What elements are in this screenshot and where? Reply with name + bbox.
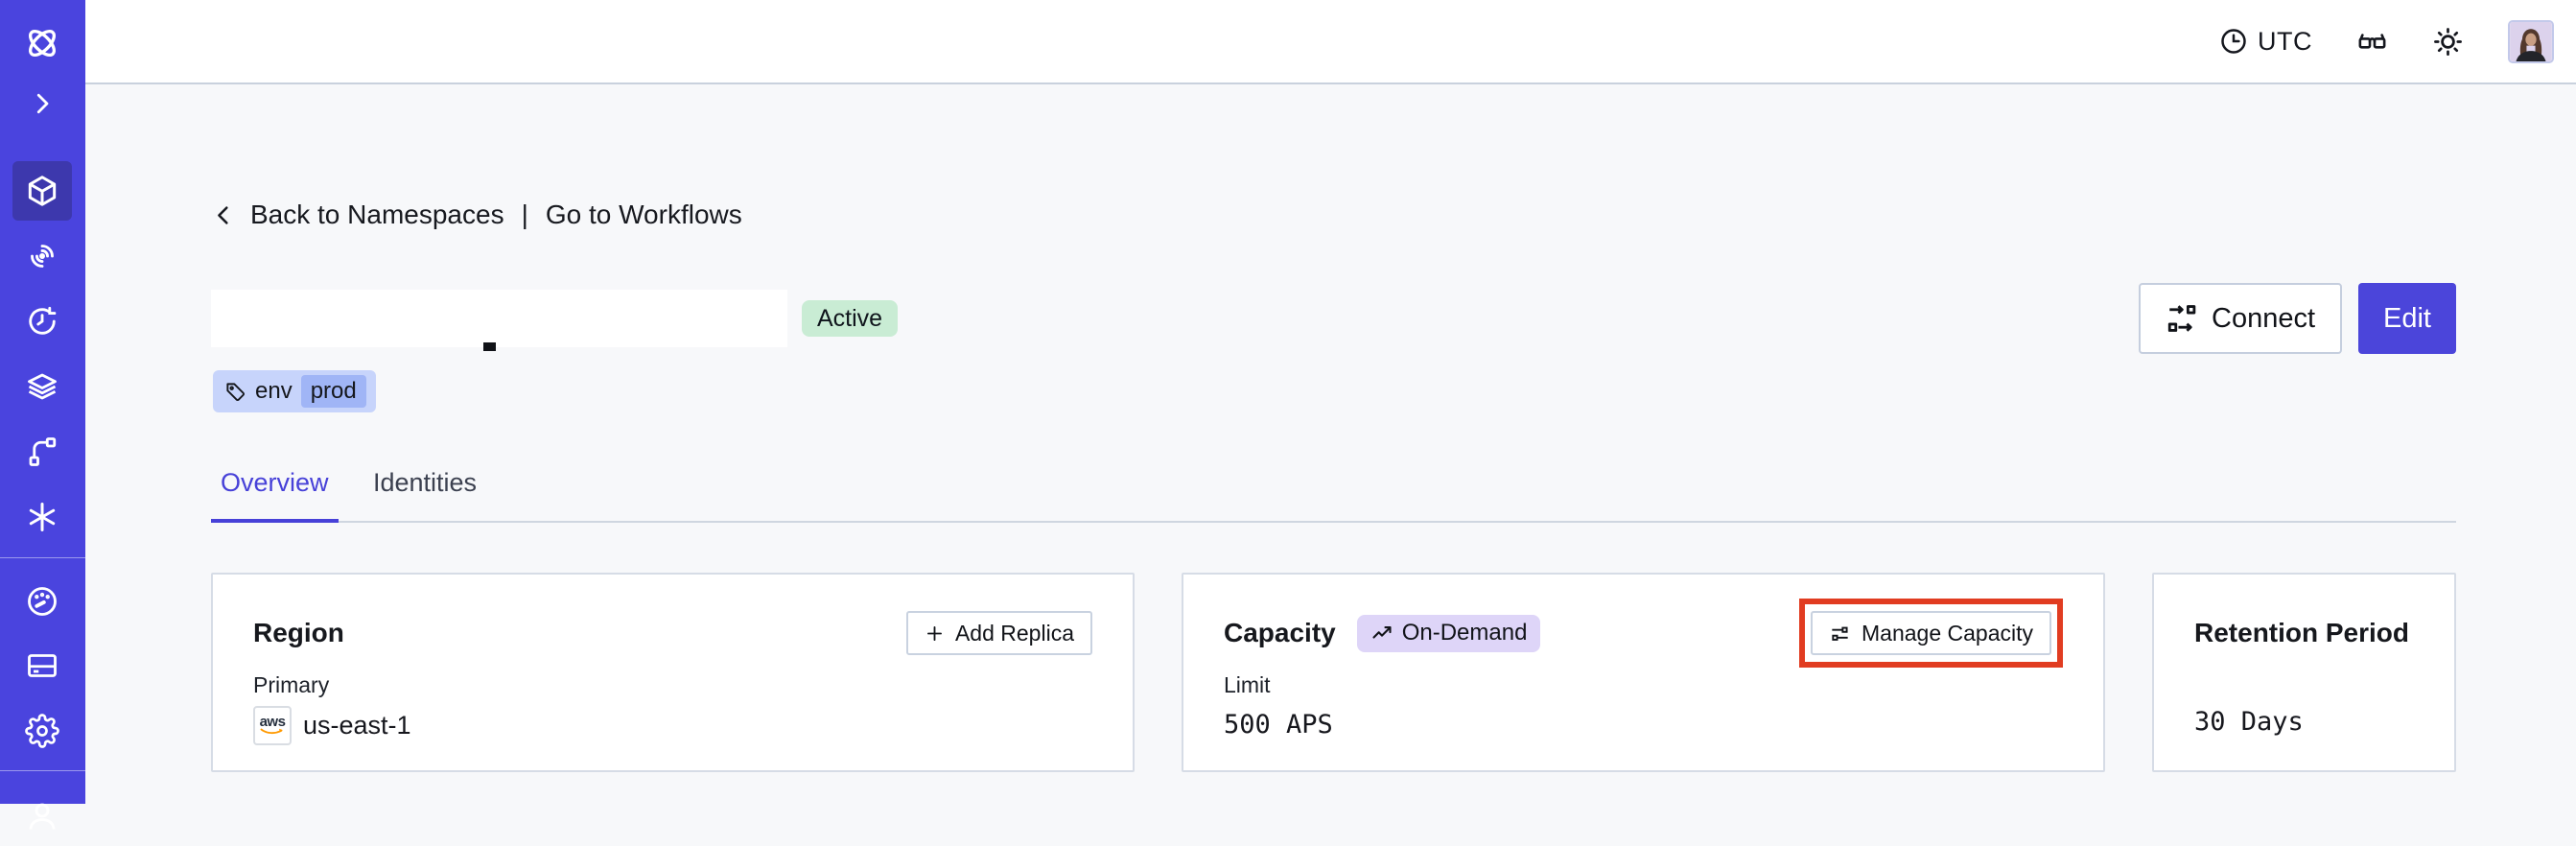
tag-value: prod (300, 375, 366, 408)
glasses-icon[interactable] (2356, 26, 2388, 58)
sidebar-item-profile[interactable] (12, 787, 72, 846)
sidebar-item-schedules[interactable] (12, 292, 72, 351)
sidebar-item-worker-deployments[interactable] (12, 422, 72, 482)
region-card-title: Region (253, 618, 344, 647)
aws-provider-icon: aws (253, 706, 292, 745)
breadcrumb-separator: | (521, 200, 528, 229)
sidebar-item-nexus[interactable] (12, 487, 72, 547)
add-replica-button[interactable]: Add Replica (905, 611, 1092, 655)
region-card: Region Add Replica Primary aws (211, 573, 1135, 772)
manage-capacity-button[interactable]: Manage Capacity (1811, 611, 2051, 655)
region-value: us-east-1 (303, 711, 411, 740)
sliders-icon (1832, 626, 1848, 641)
connect-button-label: Connect (2212, 302, 2316, 334)
topbar: UTC (85, 0, 2576, 84)
aws-provider-label: aws (259, 714, 286, 730)
limit-label: Limit (1224, 672, 1271, 697)
on-demand-label: On-Demand (1401, 620, 1528, 646)
retention-card: Retention Period 30 Days (2152, 573, 2456, 772)
settings-gear-icon (25, 714, 59, 748)
profile-icon (29, 803, 56, 830)
sidebar-divider (0, 557, 85, 558)
worker-deployments-branch-icon (29, 437, 57, 466)
edit-button-label: Edit (2383, 302, 2431, 334)
chevron-left-icon[interactable] (211, 202, 237, 228)
connect-icon (2167, 305, 2196, 332)
edit-button[interactable]: Edit (2358, 283, 2456, 354)
usage-gauge-icon (28, 587, 57, 616)
sidebar-item-batch[interactable] (12, 357, 72, 416)
tag-row: env prod (213, 370, 376, 412)
sidebar (0, 0, 85, 830)
expand-chevron-icon[interactable] (12, 74, 72, 133)
sidebar-item-settings[interactable] (12, 701, 72, 761)
workflows-spiral-icon (31, 245, 54, 268)
timezone-selector[interactable]: UTC (2219, 27, 2312, 57)
sidebar-item-workflows[interactable] (12, 226, 72, 286)
namespace-name-redacted (211, 290, 787, 351)
avatar[interactable] (2508, 19, 2554, 63)
nexus-asterisk-icon (29, 503, 56, 531)
primary-label: Primary (253, 672, 330, 697)
retention-value: 30 Days (2194, 707, 2304, 737)
clock-icon (2221, 29, 2246, 54)
add-replica-label: Add Replica (954, 620, 1074, 646)
main-content: Back to Namespaces | Go to Workflows Act… (85, 84, 2576, 804)
capacity-card: Capacity On-Demand (1182, 573, 2105, 772)
capacity-card-title: Capacity (1224, 618, 1336, 647)
retention-card-title: Retention Period (2194, 618, 2410, 647)
tab-overview[interactable]: Overview (211, 468, 339, 523)
sun-icon[interactable] (2432, 26, 2464, 58)
connect-button[interactable]: Connect (2139, 283, 2343, 354)
capacity-limit-value: 500 APS (1224, 710, 1333, 740)
cards-row: Region Add Replica Primary aws (211, 573, 2456, 772)
temporal-logo-icon[interactable] (12, 13, 72, 73)
tag-icon (226, 382, 245, 401)
sidebar-item-namespaces[interactable] (12, 161, 72, 221)
redacted-text-artifact (483, 342, 496, 351)
breadcrumb-workflows-link[interactable]: Go to Workflows (545, 200, 742, 229)
namespace-title-row: Active Connect Edit (211, 283, 2456, 354)
billing-card-icon (28, 654, 57, 677)
namespaces-cube-icon (28, 176, 57, 206)
sidebar-item-usage[interactable] (12, 572, 72, 631)
tabs: Overview Identities (211, 468, 2456, 523)
trending-up-icon (1372, 626, 1392, 639)
schedules-clock-icon (29, 306, 57, 335)
aws-smile-icon (260, 728, 283, 735)
manage-capacity-label: Manage Capacity (1862, 620, 2033, 646)
namespace-tag: env prod (213, 370, 376, 412)
batch-layers-icon (28, 373, 57, 400)
on-demand-badge: On-Demand (1356, 614, 1541, 652)
sidebar-item-billing[interactable] (12, 636, 72, 695)
status-badge: Active (802, 300, 899, 337)
highlight-annotation: Manage Capacity (1799, 599, 2063, 668)
tab-identities[interactable]: Identities (372, 468, 478, 497)
timezone-label: UTC (2258, 26, 2312, 56)
sidebar-divider (0, 770, 85, 771)
tag-key: env (255, 378, 293, 404)
breadcrumb-back-link[interactable]: Back to Namespaces (250, 200, 504, 229)
breadcrumb: Back to Namespaces | Go to Workflows (211, 200, 742, 230)
plus-icon (926, 625, 942, 641)
